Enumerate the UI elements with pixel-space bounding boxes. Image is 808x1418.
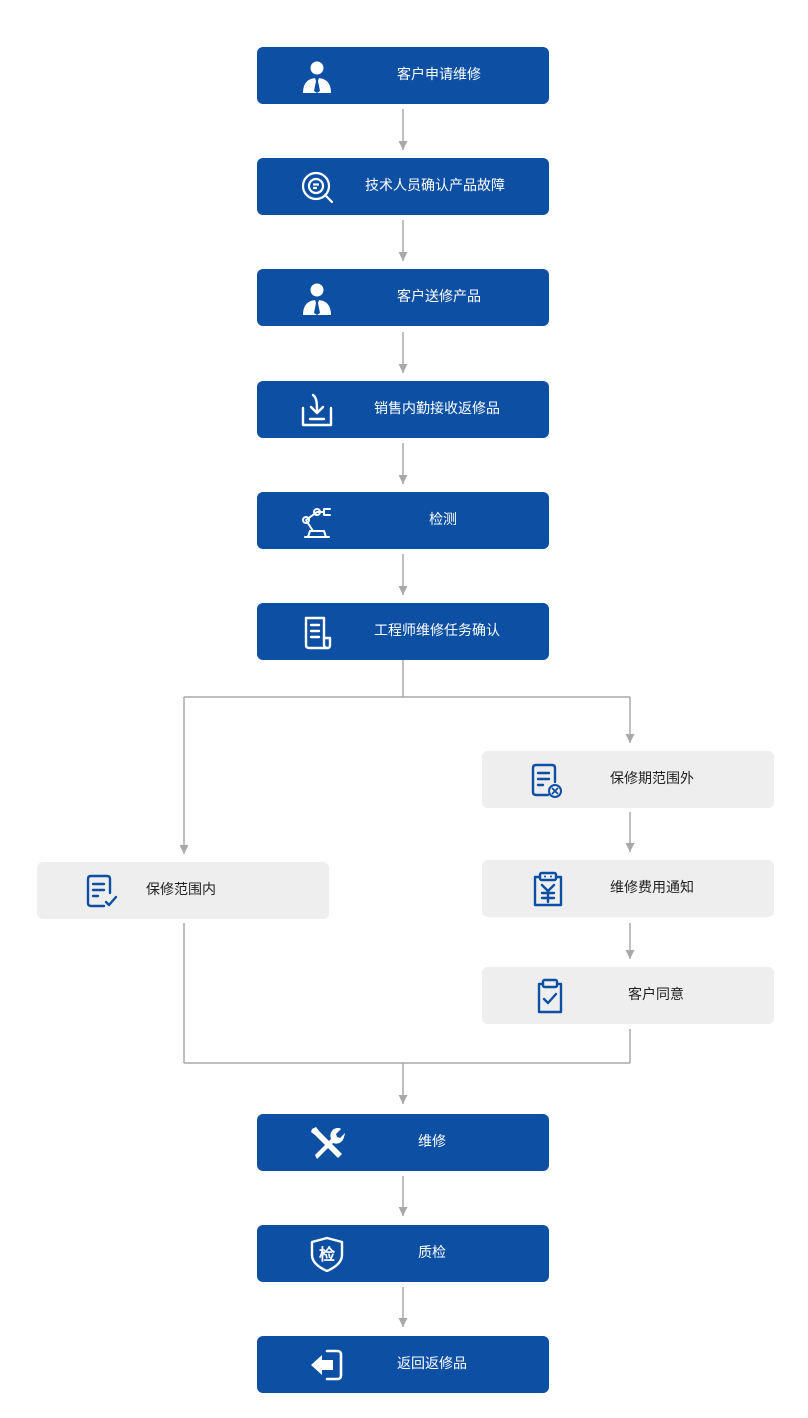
wrench-screwdriver-icon — [309, 1125, 345, 1161]
step-return-product: 返回返修品 — [257, 1336, 549, 1393]
branch-out-of-warranty: 保修期范围外 — [482, 751, 774, 808]
step-customer-request-repair: 客户申请维修 — [257, 47, 549, 104]
person-tie-icon — [299, 280, 335, 316]
step-label: 维修费用通知 — [610, 880, 694, 896]
step-engineer-confirm-task: 工程师维修任务确认 — [257, 603, 549, 660]
shield-inspect-icon: 检 — [309, 1236, 345, 1272]
step-repair: 维修 — [257, 1114, 549, 1171]
document-icon — [299, 614, 335, 650]
branch-label: 保修范围内 — [146, 882, 216, 898]
step-label: 技术人员确认产品故障 — [365, 178, 505, 194]
step-label: 质检 — [418, 1245, 446, 1261]
return-arrow-icon — [309, 1347, 345, 1383]
shield-badge-text: 检 — [319, 1245, 335, 1264]
document-x-icon — [527, 762, 563, 798]
step-label: 维修 — [418, 1134, 446, 1150]
branch-label: 保修期范围外 — [610, 771, 694, 787]
person-tie-icon — [299, 58, 335, 94]
step-label: 客户申请维修 — [397, 67, 481, 83]
step-inspection: 检测 — [257, 492, 549, 549]
step-label: 返回返修品 — [397, 1356, 467, 1372]
step-label: 客户送修产品 — [397, 289, 481, 305]
step-sales-receive-returns: 销售内勤接收返修品 — [257, 381, 549, 438]
step-repair-fee-notice: 维修费用通知 — [482, 860, 774, 917]
step-label: 销售内勤接收返修品 — [374, 401, 500, 417]
step-label: 工程师维修任务确认 — [374, 623, 500, 639]
branch-in-warranty: 保修范围内 — [37, 862, 329, 919]
document-check-icon — [82, 873, 118, 909]
step-label: 检测 — [429, 512, 457, 528]
inbox-download-icon — [299, 392, 335, 428]
step-customer-agree: 客户同意 — [482, 967, 774, 1024]
step-label: 客户同意 — [628, 987, 684, 1003]
step-tech-confirm-fault: 技术人员确认产品故障 — [257, 158, 549, 215]
clipboard-check-icon — [532, 978, 568, 1014]
step-customer-send-product: 客户送修产品 — [257, 269, 549, 326]
step-quality-inspection: 检 质检 — [257, 1225, 549, 1282]
search-chat-icon — [299, 169, 335, 205]
yuan-clipboard-icon — [530, 871, 566, 907]
robot-arm-icon — [299, 503, 335, 539]
